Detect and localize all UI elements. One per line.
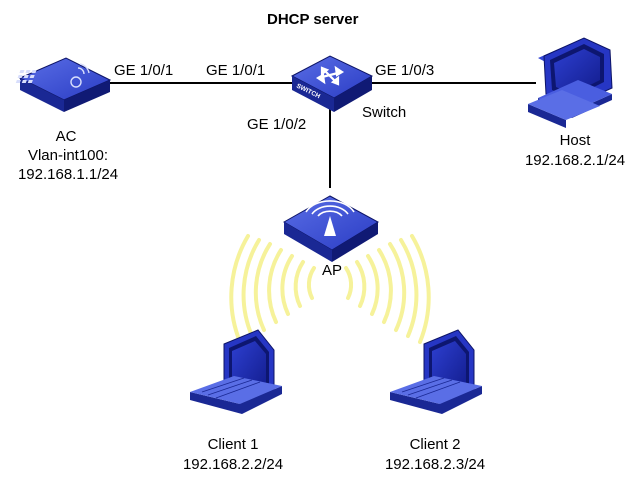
- access-point-icon: [282, 195, 380, 262]
- host-label: Host: [559, 132, 591, 149]
- dhcp-server-title: DHCP server: [267, 11, 359, 28]
- switch-icon: SWITCH: [290, 55, 374, 112]
- host-ip-label: 192.168.2.1/24: [524, 152, 626, 169]
- client1-label: Client 1: [207, 436, 259, 453]
- client2-label: Client 2: [409, 436, 461, 453]
- ac-interface-label: Vlan-int100:: [27, 147, 109, 164]
- ap-label: AP: [321, 262, 343, 279]
- laptop-icon: [390, 329, 482, 414]
- port-label-switch-ge101: GE 1/0/1: [206, 62, 266, 79]
- desktop-pc-icon: [528, 37, 613, 128]
- wireless-signal-left-icon: [229, 234, 316, 344]
- client1-ip-label: 192.168.2.2/24: [182, 456, 284, 473]
- ac-ip-label: 192.168.1.1/24: [17, 166, 119, 183]
- switch-label: Switch: [362, 104, 407, 121]
- client2-ip-label: 192.168.2.3/24: [384, 456, 486, 473]
- port-label-ac-ge101: GE 1/0/1: [114, 62, 174, 79]
- port-label-switch-ge102: GE 1/0/2: [247, 116, 307, 133]
- access-controller-icon: [15, 57, 112, 112]
- ac-label: AC: [55, 128, 77, 145]
- laptop-icon: [190, 329, 282, 414]
- port-label-switch-ge103: GE 1/0/3: [375, 62, 435, 79]
- wireless-signal-right-icon: [344, 234, 431, 344]
